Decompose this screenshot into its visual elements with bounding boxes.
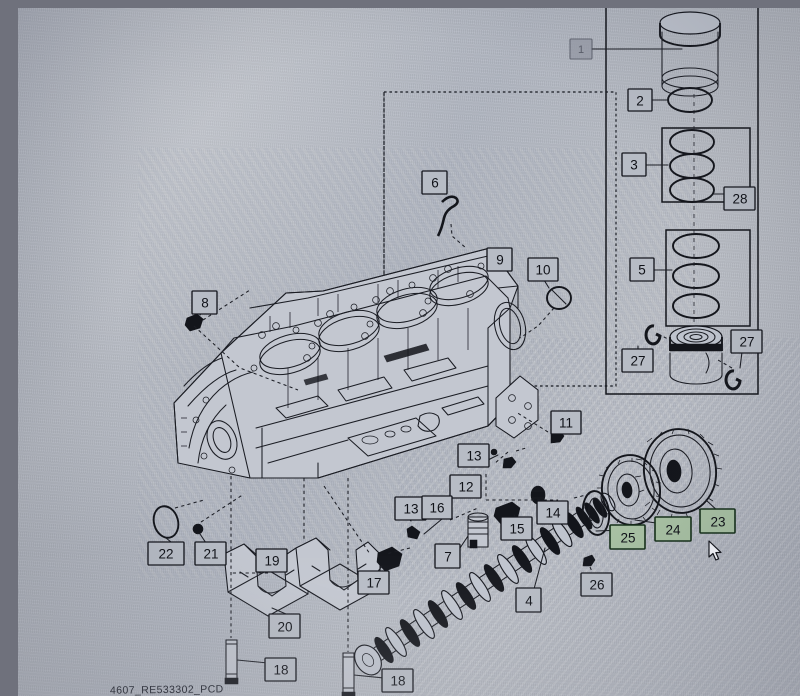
callout-3-label: 3 bbox=[630, 158, 638, 173]
callout-28[interactable]: 28 bbox=[723, 186, 756, 211]
callout-13b-label: 13 bbox=[403, 502, 418, 517]
piston-rings bbox=[653, 233, 720, 319]
fitting-13a bbox=[487, 448, 517, 469]
liner-seal-rings bbox=[645, 129, 731, 203]
callout-15[interactable]: 15 bbox=[500, 516, 533, 541]
callout-group: 1 2 3 4 5 bbox=[147, 38, 763, 693]
callout-2-label: 2 bbox=[636, 94, 644, 109]
callout-22-label: 22 bbox=[158, 547, 173, 562]
callout-24[interactable]: 24 bbox=[654, 516, 692, 542]
camshaft-part bbox=[354, 492, 616, 676]
liner-o-ring-part bbox=[651, 87, 713, 113]
callout-10[interactable]: 10 bbox=[527, 257, 559, 282]
sensor-17 bbox=[375, 546, 403, 575]
callout-6[interactable]: 6 bbox=[421, 170, 448, 195]
callout-1[interactable]: 1 bbox=[569, 38, 593, 60]
callout-9[interactable]: 9 bbox=[486, 247, 513, 272]
callout-15-label: 15 bbox=[509, 522, 524, 537]
callout-18b-label: 18 bbox=[390, 674, 405, 689]
callout-20[interactable]: 20 bbox=[268, 613, 301, 639]
callout-21[interactable]: 21 bbox=[194, 541, 227, 566]
callout-5[interactable]: 5 bbox=[629, 257, 655, 282]
callout-12-label: 12 bbox=[458, 480, 473, 495]
dowel-pin-21 bbox=[192, 523, 207, 544]
callout-3[interactable]: 3 bbox=[621, 152, 647, 177]
parts-diagram-artwork: 1 2 3 4 5 bbox=[147, 8, 763, 696]
cup-plug-10 bbox=[543, 279, 572, 310]
callout-21-label: 21 bbox=[203, 547, 218, 562]
callout-18-b[interactable]: 18 bbox=[381, 668, 414, 693]
callout-23-label: 23 bbox=[710, 515, 725, 530]
diagram-caption: 4607_RE533302_PCD bbox=[109, 683, 224, 696]
callout-27-b[interactable]: 27 bbox=[730, 329, 763, 354]
diagram-page: 1 2 3 4 5 bbox=[18, 8, 800, 696]
callout-26-label: 26 bbox=[589, 578, 604, 593]
callout-18a-label: 18 bbox=[273, 663, 288, 678]
callout-9-label: 9 bbox=[496, 253, 504, 268]
callout-27a-label: 27 bbox=[630, 354, 645, 369]
mouse-pointer-icon bbox=[708, 540, 722, 561]
callout-16[interactable]: 16 bbox=[421, 495, 453, 520]
callout-17-label: 17 bbox=[366, 576, 381, 591]
callout-20-label: 20 bbox=[277, 620, 292, 635]
cylinder-liner-part bbox=[659, 11, 721, 97]
callout-4[interactable]: 4 bbox=[515, 587, 542, 613]
callout-19[interactable]: 19 bbox=[255, 548, 288, 573]
cap-screw-a bbox=[224, 639, 269, 685]
callout-11[interactable]: 11 bbox=[550, 410, 582, 435]
callout-5-label: 5 bbox=[638, 263, 646, 278]
callout-13-b[interactable]: 13 bbox=[394, 496, 427, 521]
callout-27b-label: 27 bbox=[739, 335, 754, 350]
callout-1-label: 1 bbox=[578, 44, 584, 56]
callout-19-label: 19 bbox=[264, 554, 279, 569]
callout-6-label: 6 bbox=[431, 176, 439, 191]
callout-22[interactable]: 22 bbox=[147, 541, 185, 566]
callout-4-label: 4 bbox=[525, 594, 533, 609]
tappet-7 bbox=[459, 512, 489, 549]
callout-25-label: 25 bbox=[620, 531, 635, 546]
callout-13-a[interactable]: 13 bbox=[457, 443, 490, 468]
thrust-washer-part bbox=[581, 490, 625, 536]
callout-7-label: 7 bbox=[444, 550, 452, 565]
callout-13a-label: 13 bbox=[466, 449, 481, 464]
liner-assembly-panel bbox=[591, 8, 759, 395]
callout-14[interactable]: 14 bbox=[536, 500, 569, 525]
callout-11-label: 11 bbox=[559, 416, 573, 431]
callout-18-a[interactable]: 18 bbox=[264, 657, 297, 682]
callout-27-a[interactable]: 27 bbox=[621, 348, 654, 373]
cap-screw-b bbox=[341, 652, 385, 696]
callout-12[interactable]: 12 bbox=[449, 474, 482, 499]
callout-25[interactable]: 25 bbox=[609, 524, 646, 550]
callout-8[interactable]: 8 bbox=[191, 290, 218, 315]
callout-17[interactable]: 17 bbox=[357, 570, 390, 595]
cup-plug-22 bbox=[152, 505, 180, 547]
callout-2[interactable]: 2 bbox=[627, 88, 653, 112]
callout-10-label: 10 bbox=[535, 263, 550, 278]
piston-part bbox=[637, 324, 743, 391]
callout-7[interactable]: 7 bbox=[434, 543, 461, 569]
callout-16-label: 16 bbox=[429, 501, 444, 516]
callout-23[interactable]: 23 bbox=[699, 508, 736, 534]
callout-26[interactable]: 26 bbox=[580, 572, 613, 597]
assembly-leader-lines bbox=[174, 223, 591, 652]
callout-8-label: 8 bbox=[201, 296, 209, 311]
callout-14-label: 14 bbox=[545, 506, 561, 521]
cylinder-block-part bbox=[173, 247, 539, 479]
callout-24-label: 24 bbox=[665, 523, 681, 538]
callout-28-label: 28 bbox=[732, 192, 747, 207]
